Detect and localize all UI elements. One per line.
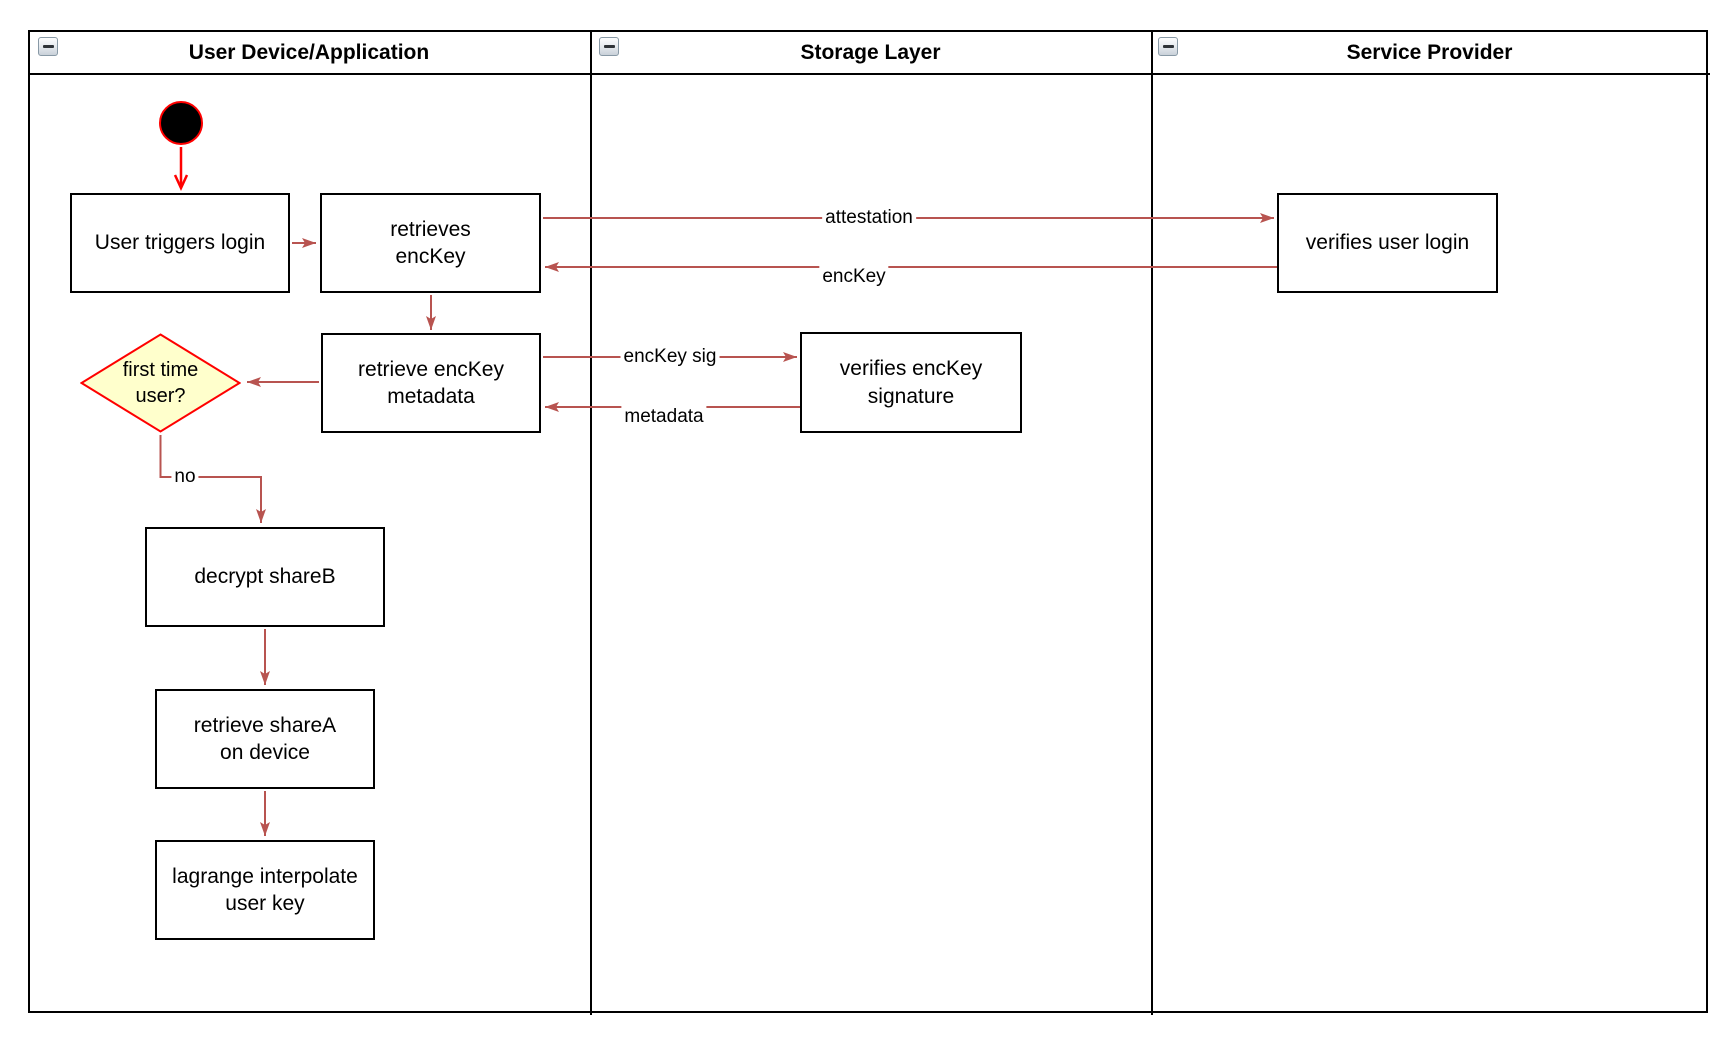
- activity-user-triggers-login[interactable]: User triggers login: [70, 193, 290, 293]
- lane-header-user-device: User Device/Application: [30, 32, 588, 73]
- decision-first-time-user[interactable]: first time user?: [80, 333, 241, 433]
- lane-header-service-provider: Service Provider: [1153, 32, 1706, 73]
- activity-label: decrypt shareB: [194, 565, 336, 589]
- lane-header-storage-layer: Storage Layer: [592, 32, 1149, 73]
- lane-title-service-provider: Service Provider: [1346, 40, 1513, 64]
- activity-retrieves-enckey[interactable]: retrieves encKey: [320, 193, 541, 293]
- edge-label-attestation: attestation: [822, 207, 916, 229]
- minus-icon: [603, 45, 615, 48]
- minus-icon: [42, 45, 54, 48]
- lane-divider-2: [1151, 30, 1153, 1015]
- activity-lagrange-interpolate-user-key[interactable]: lagrange interpolate user key: [155, 840, 375, 940]
- start-node[interactable]: [159, 101, 203, 145]
- edge-label-enckey-sig: encKey sig: [620, 346, 720, 368]
- minus-icon: [1162, 45, 1174, 48]
- activity-label: retrieve shareA on device: [193, 713, 337, 764]
- activity-label: verifies encKey signature: [839, 357, 983, 408]
- edge-label-no: no: [171, 466, 199, 488]
- activity-retrieve-enckey-metadata[interactable]: retrieve encKey metadata: [321, 333, 541, 433]
- lane-header-separator: [28, 73, 1710, 75]
- activity-verifies-enckey-signature[interactable]: verifies encKey signature: [800, 332, 1022, 433]
- edge-label-metadata: metadata: [621, 406, 707, 428]
- activity-label: lagrange interpolate user key: [172, 864, 358, 915]
- activity-label: retrieve encKey metadata: [358, 357, 504, 408]
- lane-divider-1: [590, 30, 592, 1015]
- activity-label: verifies user login: [1305, 231, 1470, 255]
- activity-label: User triggers login: [94, 231, 266, 255]
- activity-label: retrieves encKey: [390, 217, 471, 268]
- activity-retrieve-sharea-on-device[interactable]: retrieve shareA on device: [155, 689, 375, 789]
- collapse-icon-user-device[interactable]: [38, 37, 58, 56]
- activity-verifies-user-login[interactable]: verifies user login: [1277, 193, 1498, 293]
- collapse-icon-service-provider[interactable]: [1158, 37, 1178, 56]
- edge-label-enckey: encKey: [819, 266, 889, 288]
- lane-title-storage-layer: Storage Layer: [800, 40, 941, 64]
- collapse-icon-storage-layer[interactable]: [599, 37, 619, 56]
- decision-label: first time user?: [122, 359, 199, 407]
- activity-decrypt-shareb[interactable]: decrypt shareB: [145, 527, 385, 627]
- decision-diamond-shape: [80, 333, 241, 433]
- lane-title-user-device: User Device/Application: [188, 40, 430, 64]
